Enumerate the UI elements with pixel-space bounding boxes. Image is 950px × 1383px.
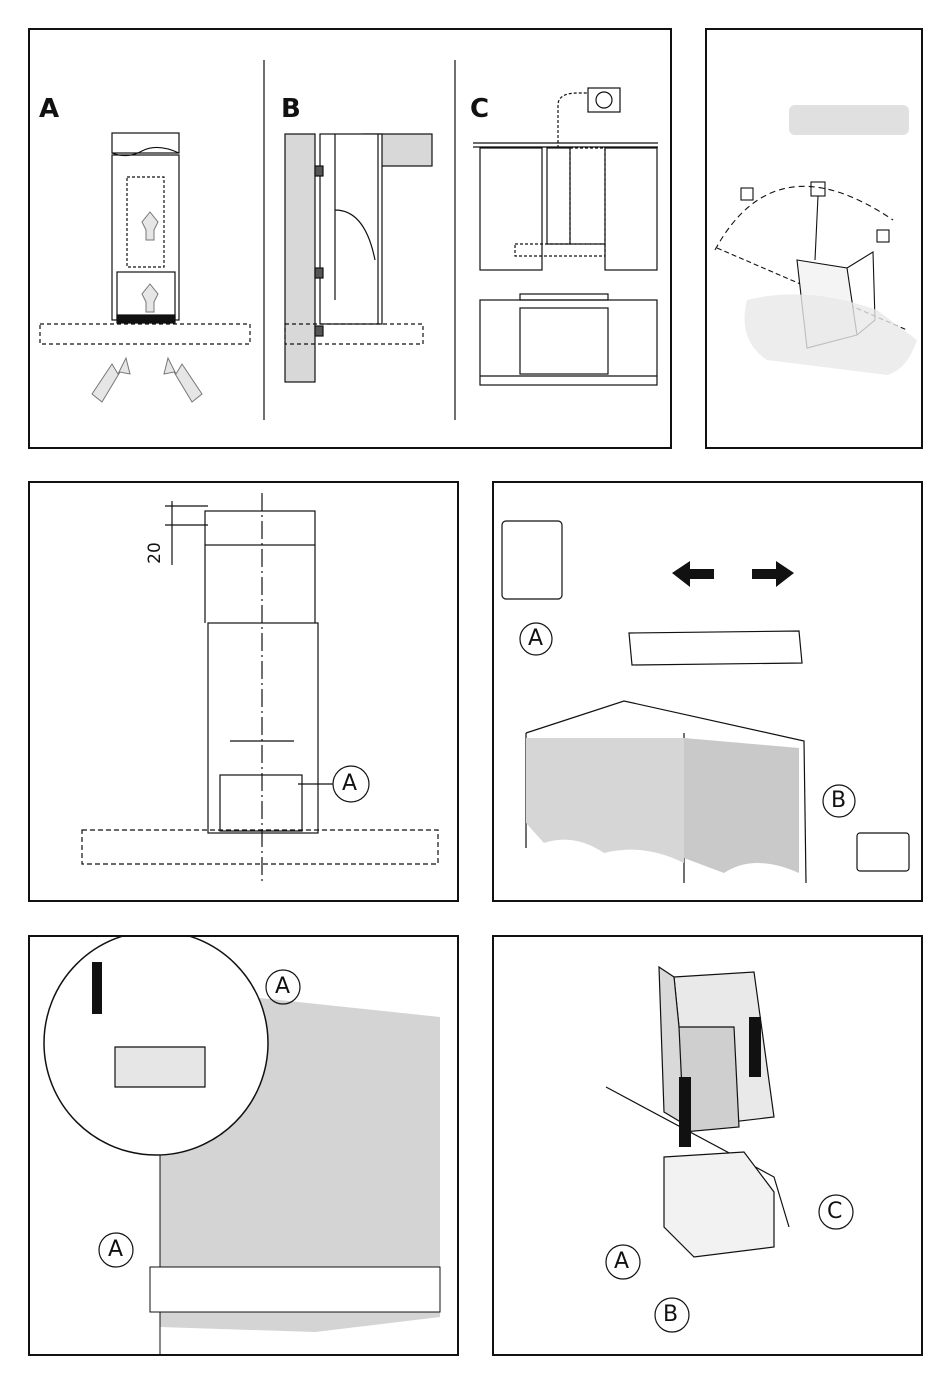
- panel-duct-connection: C A B: [492, 935, 923, 1356]
- panel-electrical-wiring: [705, 28, 923, 449]
- wiring-drawing: [707, 30, 923, 449]
- panel-dimension: 20 A: [28, 481, 459, 902]
- bracket-drawing: [494, 483, 923, 902]
- callout-b: B: [663, 1302, 678, 1327]
- callout-c: C: [827, 1199, 842, 1224]
- chimney-drawing: [30, 937, 459, 1356]
- panel-bracket-mounting: A B: [492, 481, 923, 902]
- dimension-drawing: [30, 483, 459, 902]
- callout-a: A: [528, 626, 543, 651]
- callout-a: A: [342, 771, 357, 796]
- callout-a: A: [614, 1249, 629, 1274]
- callout-a-top: A: [275, 974, 290, 999]
- callout-a-bottom: A: [108, 1237, 123, 1262]
- modes-drawing: [30, 30, 672, 449]
- panel-chimney-assembly: A A: [28, 935, 459, 1356]
- panel-operating-modes: A B C: [28, 28, 672, 449]
- callout-b: B: [831, 788, 846, 813]
- duct-drawing: [494, 937, 923, 1356]
- dimension-value: 20: [145, 542, 165, 564]
